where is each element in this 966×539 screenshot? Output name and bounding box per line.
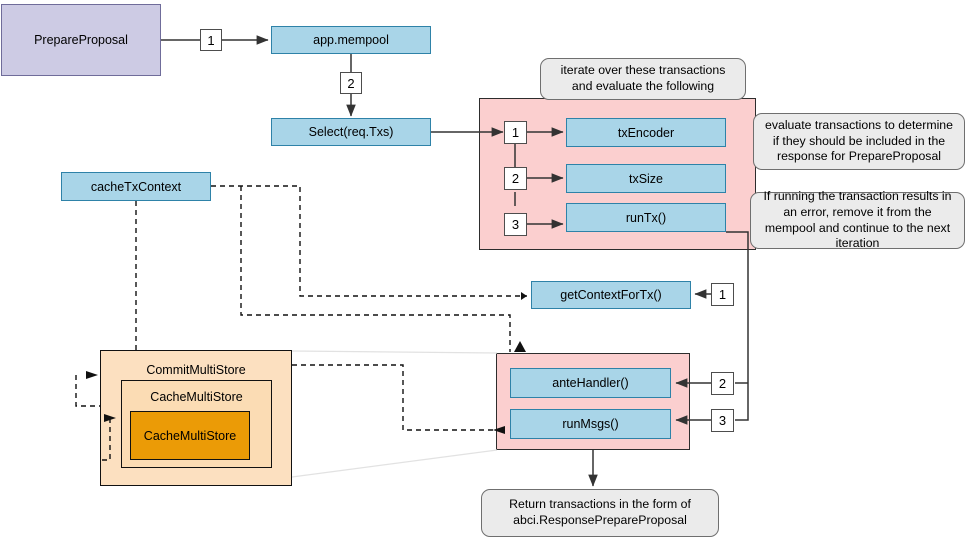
ante-handler-node[interactable]: anteHandler()	[510, 368, 671, 398]
badge-ante-handler: 2	[711, 372, 734, 395]
error-callout: If running the transaction results in an…	[750, 189, 965, 250]
badge-tx-encoder: 1	[504, 121, 527, 144]
cache-multi-store-middle-label: CacheMultiStore	[150, 390, 243, 404]
commit-multi-store-label: CommitMultiStore	[146, 363, 246, 377]
select-req-txs-node[interactable]: Select(req.Txs)	[271, 118, 431, 146]
cache-multi-store-inner-box[interactable]: CacheMultiStore	[130, 411, 250, 460]
iterate-callout: iterate over these transactions and eval…	[540, 58, 746, 100]
badge-run-msgs: 3	[711, 409, 734, 432]
app-mempool-node[interactable]: app.mempool	[271, 26, 431, 54]
tx-size-node[interactable]: txSize	[566, 164, 726, 193]
cache-tx-context-node[interactable]: cacheTxContext	[61, 172, 211, 201]
badge-tx-size: 2	[504, 167, 527, 190]
return-result-box: Return transactions in the form of abci.…	[481, 489, 719, 537]
run-tx-node[interactable]: runTx()	[566, 203, 726, 232]
evaluate-callout: evaluate transactions to determine if th…	[753, 113, 965, 170]
prepare-proposal-node[interactable]: PrepareProposal	[1, 4, 161, 76]
badge-run-tx: 3	[504, 213, 527, 236]
run-msgs-node[interactable]: runMsgs()	[510, 409, 671, 439]
get-context-for-tx-node[interactable]: getContextForTx()	[531, 281, 691, 309]
tx-encoder-node[interactable]: txEncoder	[566, 118, 726, 147]
badge-mempool-to-select: 2	[340, 72, 362, 94]
badge-prepare-to-mempool: 1	[200, 29, 222, 51]
badge-get-context: 1	[711, 283, 734, 306]
